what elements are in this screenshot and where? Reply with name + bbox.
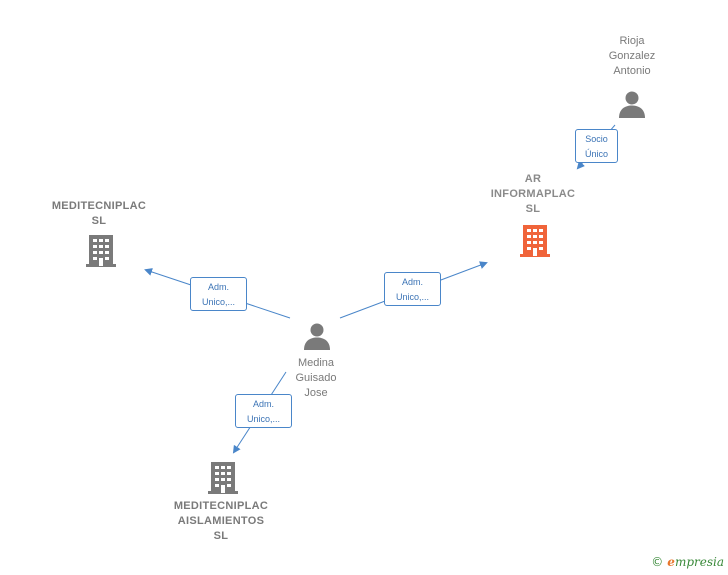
edge-label-adm-unico-right[interactable]: Adm. Unico,... (384, 272, 441, 306)
brand-initial: e (667, 555, 675, 569)
node-label-ar-informaplac[interactable]: AR INFORMAPLAC SL (490, 173, 576, 215)
node-label-medina[interactable]: Medina Guisado Jose (295, 357, 337, 399)
building-icon[interactable] (519, 223, 551, 258)
person-icon[interactable] (302, 321, 332, 351)
edge-label-adm-unico-bottom[interactable]: Adm. Unico,... (235, 394, 292, 428)
node-label-aislamientos[interactable]: MEDITECNIPLAC AISLAMIENTOS SL (173, 500, 269, 542)
footer-brand[interactable]: ©empresia (651, 555, 724, 569)
edge-label-socio-unico[interactable]: Socio Único (575, 129, 618, 163)
building-icon[interactable] (85, 233, 117, 268)
copyright-icon: © (651, 555, 664, 569)
edge-label-adm-unico-left[interactable]: Adm. Unico,... (190, 277, 247, 311)
brand-name: mpresia (674, 555, 724, 569)
node-label-meditecniplac[interactable]: MEDITECNIPLAC SL (51, 200, 147, 227)
person-icon[interactable] (617, 89, 647, 119)
node-label-rioja[interactable]: Rioja Gonzalez Antonio (608, 35, 656, 77)
building-icon[interactable] (207, 460, 239, 495)
